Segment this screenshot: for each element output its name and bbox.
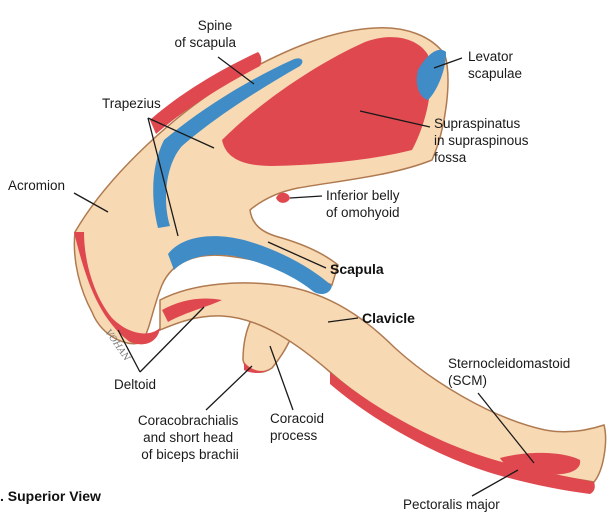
label-clavicle: Clavicle [362,310,415,326]
label-pectoralis-major: Pectoralis major [403,497,500,512]
view-title: . Superior View [0,488,101,504]
label-coracoid-process: Coracoid process [270,411,328,443]
label-trapezius: Trapezius [102,96,161,111]
label-levator-scapulae: Levator scapulae [468,49,522,81]
label-omohyoid: Inferior belly of omohyoid [326,188,403,220]
label-spine-of-scapula: Spine of scapula [174,18,236,50]
label-acromion: Acromion [8,178,65,193]
label-coracobrachialis: Coracobrachialis and short head of bicep… [138,413,242,462]
label-sternocleidomastoid: Sternocleidomastoid (SCM) [448,356,574,388]
leader-coracobrachialis [206,366,252,410]
label-supraspinatus: Supraspinatus in supraspinous fossa [434,116,532,165]
label-deltoid: Deltoid [114,377,156,392]
leader-omohyoid [290,196,322,198]
label-scapula: Scapula [330,261,384,277]
